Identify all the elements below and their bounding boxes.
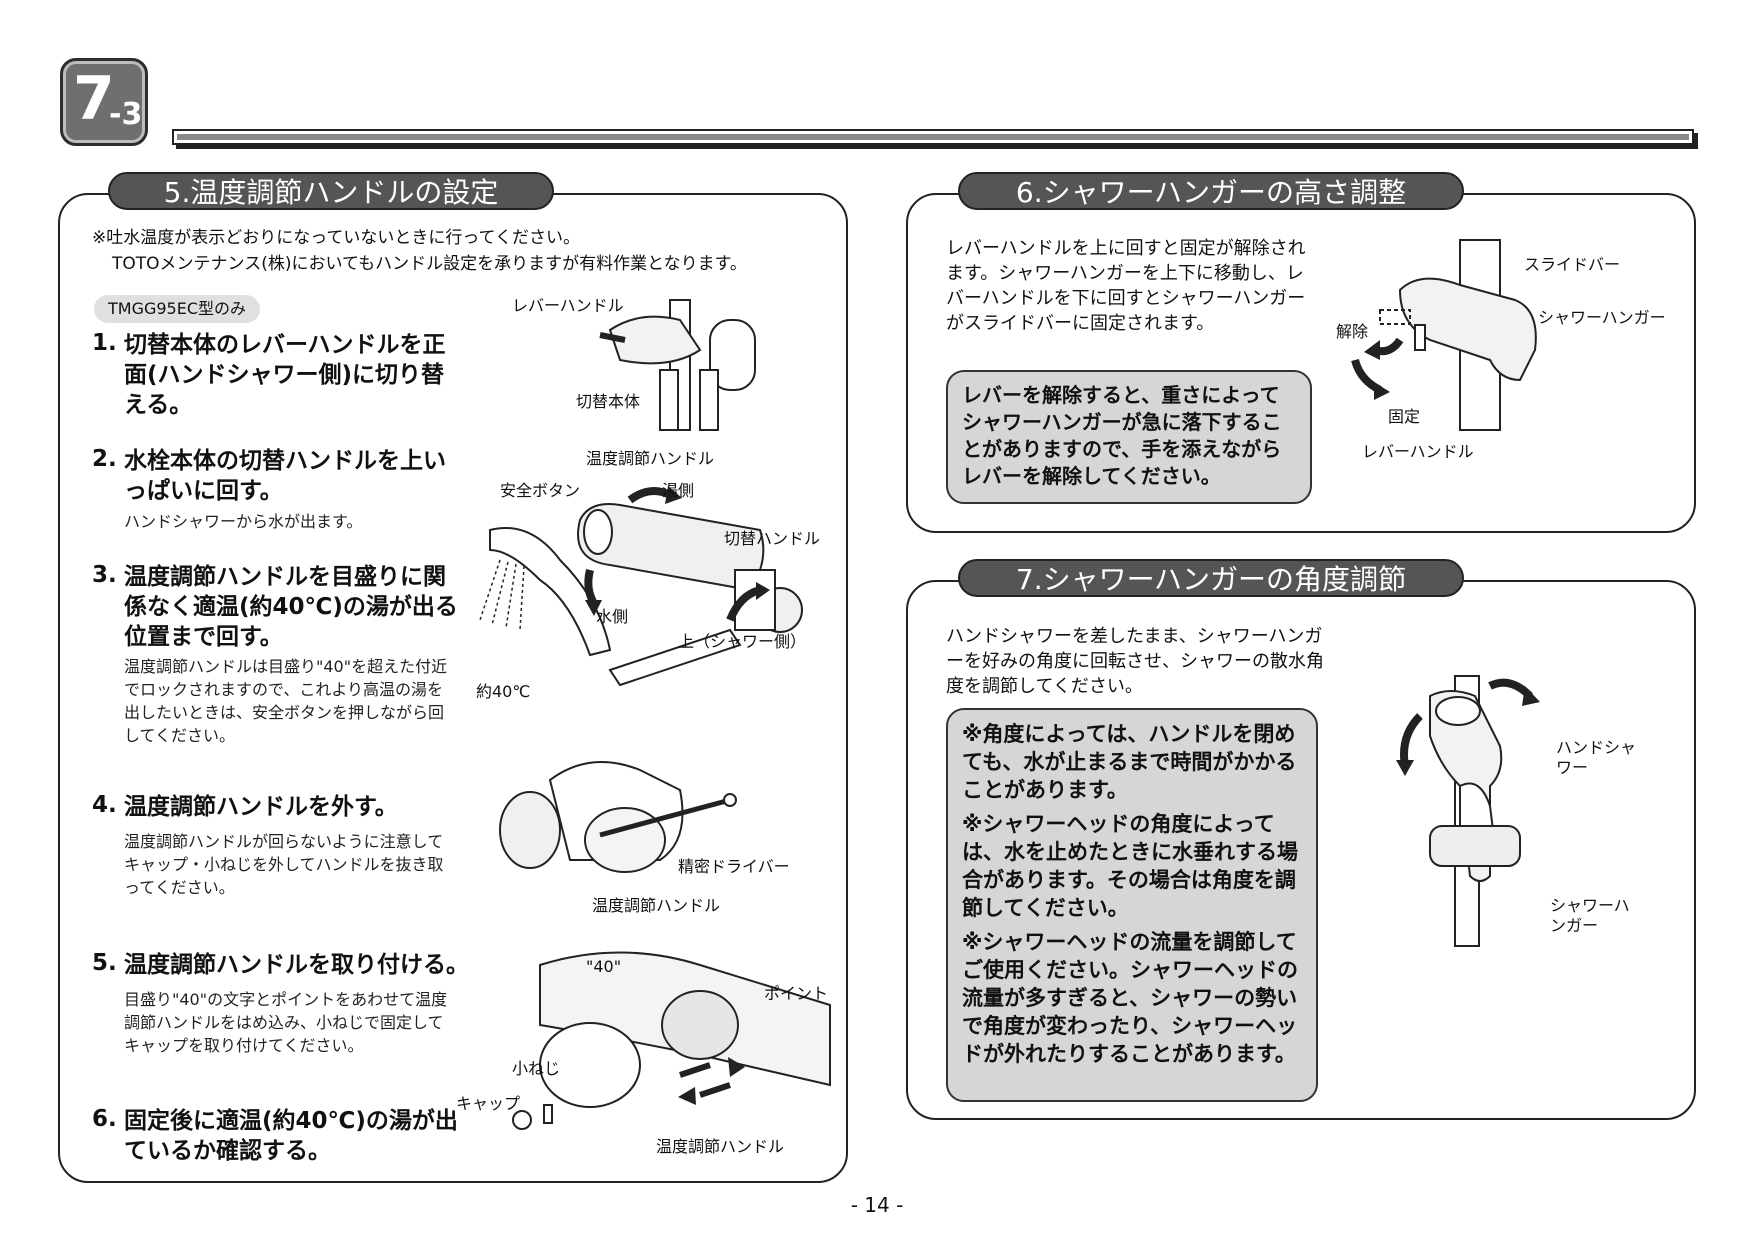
step-5-number: 5. [92,950,117,976]
fig2-safety-label: 安全ボタン [500,481,581,500]
fig6-release-label: 解除 [1336,322,1369,341]
handle-removal-illustration [499,761,737,873]
fig2-hot-label: 湯側 [662,481,695,500]
section5-title: 5.温度調節ハンドルの設定 [108,172,554,210]
section7-body: ハンドシャワーを差したまま、シャワーハンガーを好みの角度に回転させ、シャワーの散… [946,626,1324,697]
model-tag: TMGG95EC型のみ [94,295,261,323]
step-4-number: 4. [92,792,117,818]
fig1-lever-label: レバーハンドル [512,296,624,315]
section-badge: 7 -3 [60,58,148,146]
step-1-title: 切替本体のレバーハンドルを正面(ハンドシャワー側)に切り替える。 [124,332,446,418]
step-1-number: 1. [92,330,117,356]
fig4-temp-handle-label: 温度調節ハンドル [656,1137,785,1156]
section6-body: レバーハンドルを上に回すと固定が解除されます。シャワーハンガーを上下に移動し、レ… [946,238,1306,334]
section7-title: 7.シャワーハンガーの角度調節 [958,559,1464,597]
section7-warning-1: ※角度によっては、ハンドルを閉めても、水が止まるまで時間がかかることがあります。 [962,722,1297,802]
fig2-up-label: 上（シャワー側） [678,632,807,651]
header-rule [172,129,1694,145]
handle-attach-illustration [512,951,831,1130]
fig6-hanger-label: シャワーハンガー [1538,308,1666,327]
fig3-temp-handle-label: 温度調節ハンドル [592,896,721,915]
section5-note-2: TOTOメンテナンス(株)においてもハンドル設定を承りますが有料作業となります。 [112,254,747,274]
step-5-title: 温度調節ハンドルを取り付ける。 [124,952,469,978]
section6-title: 6.シャワーハンガーの高さ調整 [958,172,1464,210]
fig7-hanger-label: シャワーハンガー [1550,896,1630,935]
step-3-title: 温度調節ハンドルを目盛りに関係なく適温(約40℃)の湯が出る位置まで回す。 [124,564,458,650]
step-4-title: 温度調節ハンドルを外す。 [124,794,398,820]
fig4-cap-label: キャップ [456,1094,521,1113]
step-6-title: 固定後に適温(約40℃)の湯が出ているか確認する。 [124,1108,458,1164]
switch-body-illustration [599,299,756,431]
fig6-slide-bar-label: スライドバー [1524,255,1621,274]
hanger-angle-illustration [1396,675,1540,947]
step-3-desc: 温度調節ハンドルは目盛り"40"を超えた付近でロックされますので、これより高温の… [124,657,448,745]
fig4-forty-label: "40" [586,957,622,976]
section7-warning-3: ※シャワーヘッドの流量を調節してご使用ください。シャワーヘッドの流量が多すぎると… [962,930,1298,1066]
fig7-hand-shower-label: ハンドシャワー [1556,738,1637,777]
fig2-cold-label: 水側 [596,607,629,626]
fig3-driver-label: 精密ドライバー [678,857,790,876]
badge-sub-number: -3 [109,97,143,132]
step-3-number: 3. [92,562,117,588]
faucet-temperature-illustration [479,486,803,687]
step-2-desc: ハンドシャワーから水が出ます。 [124,512,363,531]
section6-warning: レバーを解除すると、重さによってシャワーハンガーが急に落下することがありますので… [946,370,1312,504]
fig4-screw-label: 小ねじ [512,1059,561,1078]
badge-main-number: 7 [73,64,115,134]
fig1-body-label: 切替本体 [576,392,641,411]
fig2-switch-label: 切替ハンドル [724,529,821,548]
hanger-height-illustration [1351,239,1537,431]
step-2-title: 水栓本体の切替ハンドルを上いっぱいに回す。 [124,448,446,504]
fig2-approx-label: 約40℃ [476,682,531,701]
fig4-point-label: ポイント [764,984,829,1003]
step-4-desc: 温度調節ハンドルが回らないように注意してキャップ・小ねじを外してハンドルを抜き取… [124,832,444,897]
fig6-fix-label: 固定 [1388,407,1421,426]
section7-warning-2: ※シャワーヘッドの角度によっては、水を止めたときに水垂れする場合があります。その… [962,812,1298,920]
section5-note-1: ※吐水温度が表示どおりになっていないときに行ってください。 [92,228,581,248]
section7-warning-box: ※角度によっては、ハンドルを閉めても、水が止まるまで時間がかかることがあります。… [946,708,1318,1102]
page-number: - 14 - [850,1193,904,1217]
step-6-number: 6. [92,1106,117,1132]
step-2-number: 2. [92,446,117,472]
step-5-desc: 目盛り"40"の文字とポイントをあわせて温度調節ハンドルをはめ込み、小ねじで固定… [124,990,448,1055]
fig2-temp-handle-label: 温度調節ハンドル [586,449,715,468]
fig6-lever-label: レバーハンドル [1362,442,1474,461]
